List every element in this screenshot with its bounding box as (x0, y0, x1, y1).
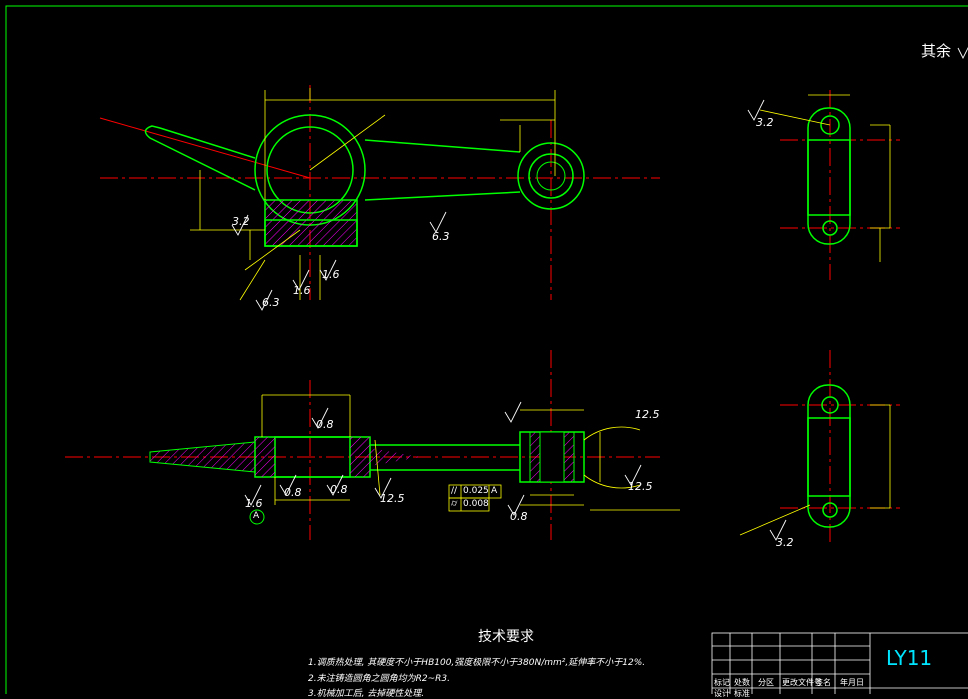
tolerance-symbol-cylindricity: ⌭ (451, 499, 458, 509)
roughness-value: 12.5 (635, 408, 660, 421)
title-block-header: 年月日 (840, 678, 864, 687)
title-block-header: 处数 (734, 678, 750, 687)
tolerance-value-2: 0.008 (463, 499, 489, 509)
roughness-value: 1.6 (293, 284, 311, 297)
roughness-value: 1.6 (245, 497, 263, 510)
roughness-value: 1.6 (322, 268, 340, 281)
roughness-value: 3.2 (776, 536, 794, 549)
roughness-value: 12.5 (380, 492, 405, 505)
roughness-value: 12.5 (628, 480, 653, 493)
technical-requirement-item: 1.调质热处理, 其硬度不小于HB100,强度极限不小于380N/mm²,延伸率… (308, 658, 646, 668)
bottom-side-view (739, 350, 900, 545)
drawing-code: LY11 (886, 646, 933, 670)
title-block-header: 签名 (815, 678, 831, 687)
roughness-value: 6.3 (432, 230, 450, 243)
title-block (711, 632, 968, 694)
roughness-value: 3.2 (232, 215, 250, 228)
tolerance-symbol-parallel: // (451, 486, 458, 496)
title-block-header: 标记 (714, 678, 730, 687)
top-right-roughness-note: 其余 (921, 42, 952, 60)
roughness-value: 0.8 (330, 483, 348, 496)
technical-requirement-item: 2.未注铸造圆角之圆角均为R2~R3. (308, 674, 450, 684)
technical-requirements-heading: 技术要求 (478, 629, 534, 645)
front-view (99, 85, 660, 301)
technical-requirement-item: 3.机械加工后, 去掉硬性处理. (308, 689, 425, 699)
datum-label: A (253, 511, 260, 521)
title-block-header: 分区 (758, 678, 774, 687)
roughness-value: 0.8 (316, 418, 334, 431)
drawing-frame (5, 5, 968, 694)
tolerance-value-1: 0.025 (463, 486, 489, 496)
top-view (65, 350, 680, 540)
roughness-value: 3.2 (756, 116, 774, 129)
roughness-value: 0.8 (510, 510, 528, 523)
tolerance-datum: A (491, 486, 498, 496)
roughness-value: 6.3 (262, 296, 280, 309)
roughness-value: 0.8 (284, 486, 302, 499)
side-view (759, 90, 900, 280)
roughness-symbols (231, 46, 968, 541)
title-block-header: 更改文件号 (782, 678, 822, 687)
